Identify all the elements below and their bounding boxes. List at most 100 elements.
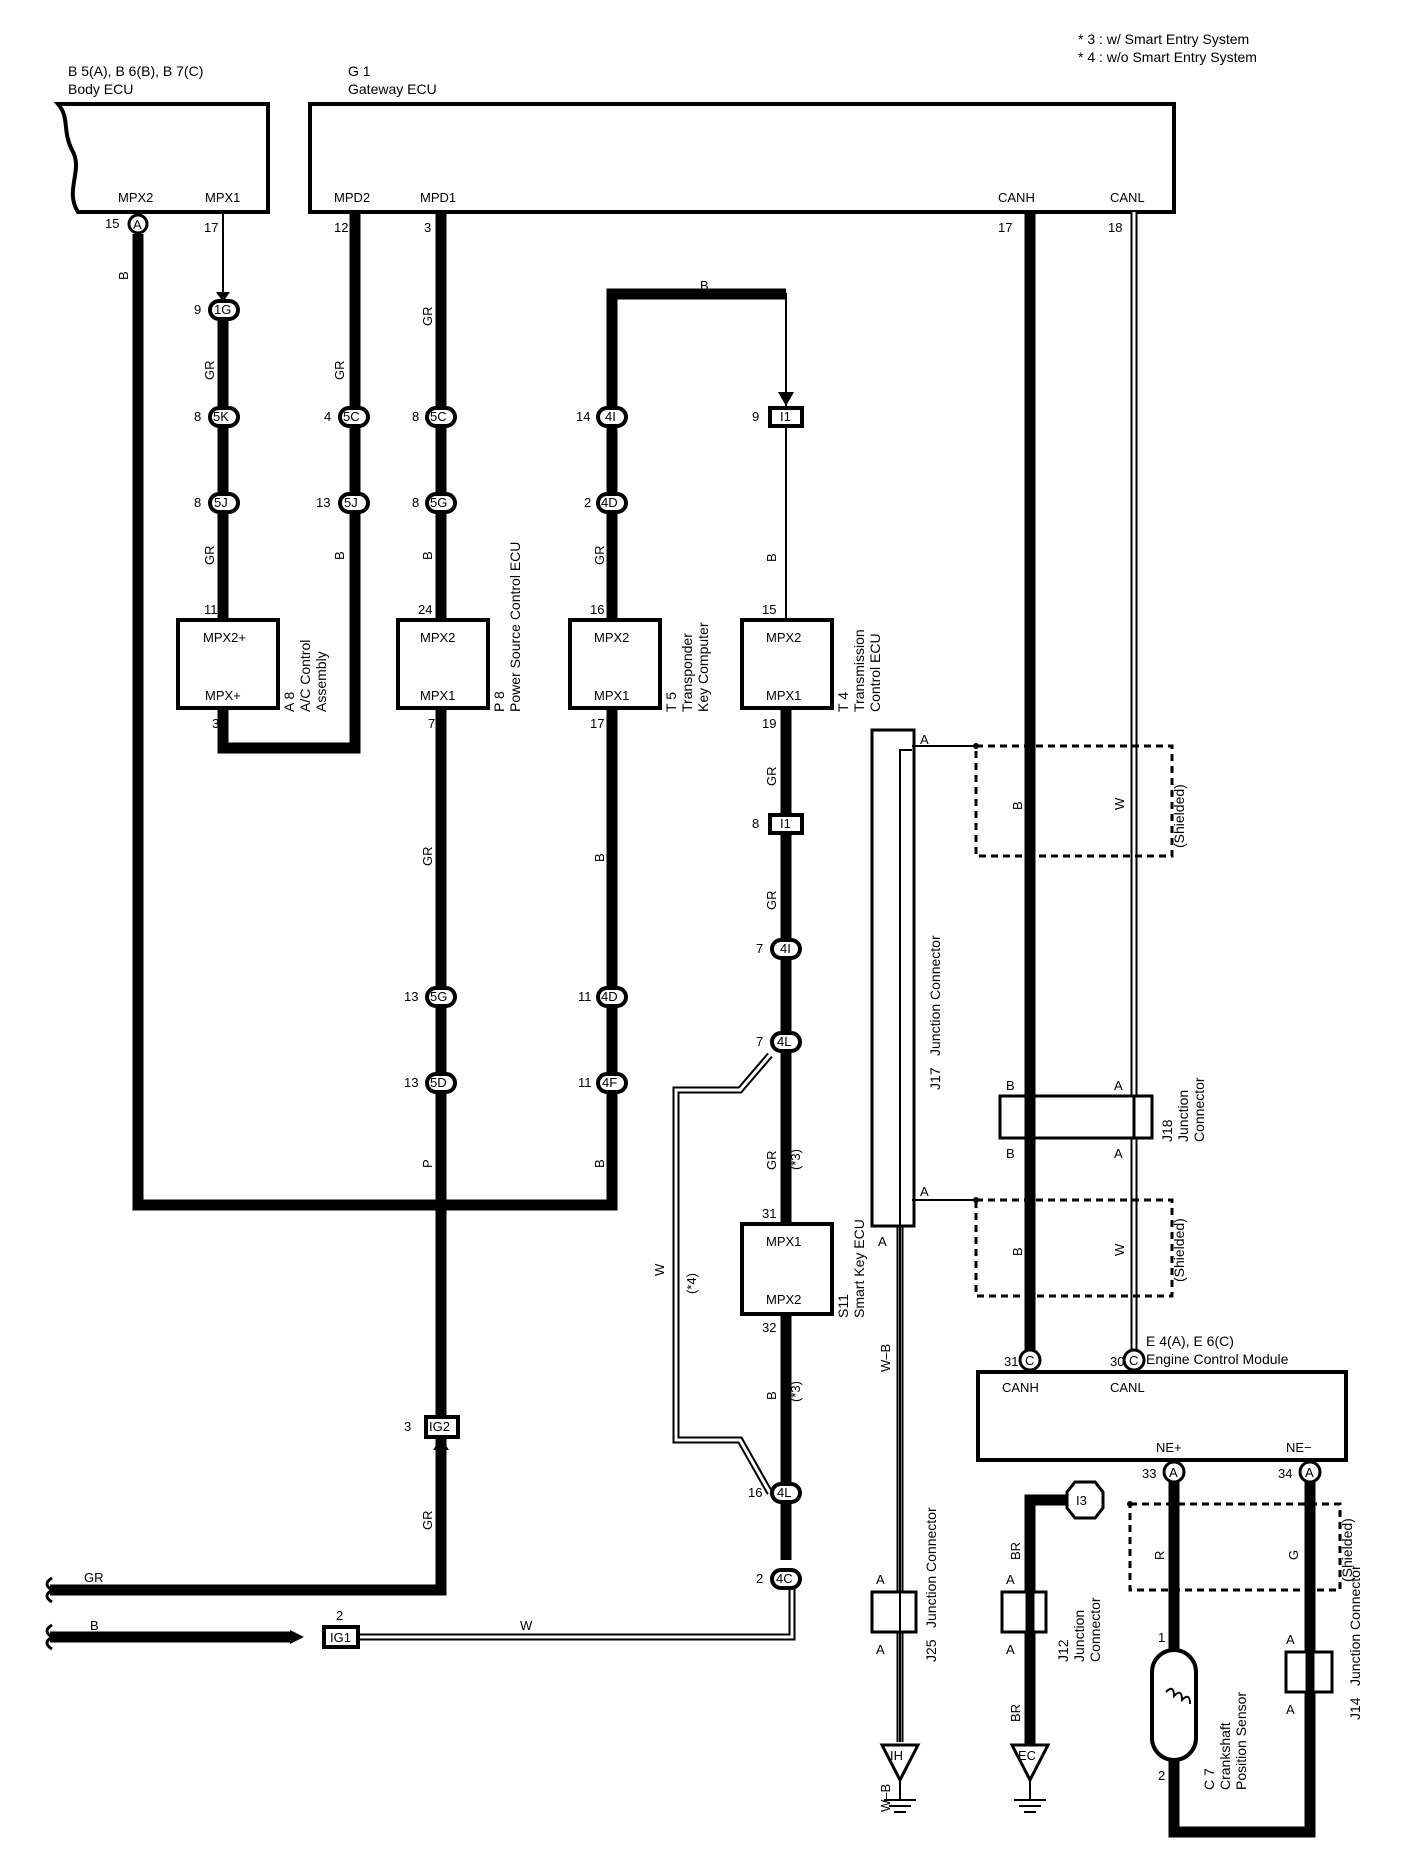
gateway-pin-mpd2: MPD2 xyxy=(334,190,370,205)
conn-5c-a xyxy=(338,406,370,428)
gateway-pin-mpd1: MPD1 xyxy=(420,190,456,205)
arrow-icons xyxy=(216,292,794,1644)
conn-5c-a-label: 5C xyxy=(343,409,360,424)
power-pin-bottom: 7 xyxy=(428,716,435,731)
gateway-pin-canl: CANL xyxy=(1110,190,1145,205)
svg-text:B: B xyxy=(764,553,779,562)
conn-5g-b-label: 5G xyxy=(430,989,447,1004)
svg-text:B: B xyxy=(90,1618,99,1633)
svg-text:B: B xyxy=(592,853,607,862)
conn-4i-a-label: 4I xyxy=(605,409,616,424)
component-smartkey: MPX1 MPX2 31 32 S11 Smart Key ECU xyxy=(740,1206,867,1335)
conn-5c-b xyxy=(425,406,457,428)
j12-a-top: A xyxy=(1006,1572,1015,1587)
pin-13-b: 13 xyxy=(404,989,418,1004)
smartkey-top: MPX1 xyxy=(766,1234,801,1249)
crank-shield-dot xyxy=(1127,1501,1133,1507)
smartkey-name1: Smart Key ECU xyxy=(851,1219,867,1318)
svg-text:BR: BR xyxy=(1008,1542,1023,1560)
square-connectors: I1 9 I1 8 IG2 3 IG1 2 xyxy=(322,406,804,1649)
svg-text:GR: GR xyxy=(592,546,607,566)
component-transponder: MPX2 MPX1 16 17 T 5 Transponder Key Comp… xyxy=(568,602,711,731)
conn-5g-a-label: 5G xyxy=(430,495,447,510)
svg-text:W: W xyxy=(1112,1243,1127,1256)
ecm-conn-a-1: A xyxy=(1169,1465,1178,1480)
ac-name2: Assembly xyxy=(313,651,329,712)
conn-5j-b xyxy=(338,492,370,514)
body-ecu-name: Body ECU xyxy=(68,81,133,97)
transmission-pin-top: 15 xyxy=(762,602,776,617)
svg-text:GR: GR xyxy=(332,361,347,381)
ecm-conn-a-2: A xyxy=(1305,1465,1314,1480)
transponder-code: T 5 xyxy=(663,692,679,712)
body-ecu-box xyxy=(53,102,270,214)
svg-text:GR: GR xyxy=(764,767,779,787)
conn-4f xyxy=(596,1072,628,1094)
svg-text:(*4): (*4) xyxy=(684,1273,699,1294)
thin-wires xyxy=(358,212,1138,1742)
power-name1: Power Source Control ECU xyxy=(507,542,523,712)
pin-2-a: 2 xyxy=(584,495,591,510)
conn-5k xyxy=(208,406,240,428)
conn-5g-a xyxy=(425,492,457,514)
ac-code: A 8 xyxy=(281,692,297,712)
svg-text:R: R xyxy=(1152,1551,1167,1560)
svg-text:GR: GR xyxy=(420,847,435,867)
conn-4i-a xyxy=(596,406,628,428)
pin-3-ig2: 3 xyxy=(404,1419,411,1434)
j18-code: J18 xyxy=(1159,1119,1175,1142)
pin-14: 14 xyxy=(576,409,590,424)
ecm-name: Engine Control Module xyxy=(1146,1351,1289,1367)
j25-a-bottom: A xyxy=(876,1642,885,1657)
svg-text:EC: EC xyxy=(1018,1748,1036,1763)
svg-text:B: B xyxy=(1010,801,1025,810)
pin-9-b: 9 xyxy=(752,409,759,424)
inline-connectors: 1G 9 5K 8 5J 8 5C 4 5J 13 5C 8 5G 8 5G 1… xyxy=(194,299,802,1590)
conn-i1-a-label: I1 xyxy=(780,409,791,424)
body-ecu-conn-a-label: A xyxy=(133,217,142,232)
component-ecm: E 4(A), E 6(C) Engine Control Module CAN… xyxy=(976,1333,1348,1484)
pin-4: 4 xyxy=(324,409,331,424)
conn-5j-a-label: 5J xyxy=(214,495,228,510)
svg-text:P: P xyxy=(420,1159,435,1168)
ecm-conn-c-2: C xyxy=(1129,1353,1138,1368)
component-j18: B A B A J18 Junction Connector xyxy=(998,1077,1207,1161)
transponder-bottom: MPX1 xyxy=(594,688,629,703)
svg-text:GR: GR xyxy=(420,1511,435,1531)
pin-7-a: 7 xyxy=(756,941,763,956)
conn-5j-a xyxy=(208,492,240,514)
body-ecu-num-17: 17 xyxy=(204,220,218,235)
component-power: MPX2 MPX1 24 7 P 8 Power Source Control … xyxy=(396,542,523,731)
power-pin-top: 24 xyxy=(418,602,432,617)
transmission-bottom: MPX1 xyxy=(766,688,801,703)
j12-code: J12 xyxy=(1055,1639,1071,1662)
ac-pin-bottom: 3 xyxy=(212,716,219,731)
svg-text:IH: IH xyxy=(890,1748,903,1763)
transmission-name2: Control ECU xyxy=(867,633,883,712)
j25-code: J25 xyxy=(923,1639,939,1662)
svg-text:B: B xyxy=(592,1159,607,1168)
svg-text:B: B xyxy=(116,271,131,280)
component-crank: 1 2 C 7 Crankshaft Position Sensor xyxy=(1150,1630,1249,1790)
svg-text:GR: GR xyxy=(764,891,779,911)
pin-13-c: 13 xyxy=(404,1075,418,1090)
conn-ig1 xyxy=(322,1625,360,1649)
j12-name2: Connector xyxy=(1087,1597,1103,1662)
conn-5d-label: 5D xyxy=(430,1075,447,1090)
j12-a-bottom: A xyxy=(1006,1642,1015,1657)
j17-code: J17 xyxy=(927,1067,943,1090)
gateway-num-12: 12 xyxy=(334,220,348,235)
conn-4i-b-label: 4I xyxy=(780,941,791,956)
svg-text:W: W xyxy=(1112,797,1127,810)
transponder-pin-top: 16 xyxy=(590,602,604,617)
ground-ih-icon: IH xyxy=(879,1743,921,1813)
ecm-pin-34: 34 xyxy=(1278,1466,1292,1481)
gateway-num-18: 18 xyxy=(1108,220,1122,235)
j14-a-top: A xyxy=(1286,1632,1295,1647)
wire-color-labels: B GR GR GR B GR B GR P GR B GR B B B GR … xyxy=(84,271,1301,1812)
body-ecu-conn-a xyxy=(127,213,149,235)
j12-name1: Junction xyxy=(1071,1610,1087,1662)
ac-pin-top: 11 xyxy=(204,602,218,617)
gateway-ecu-box xyxy=(308,102,1176,214)
